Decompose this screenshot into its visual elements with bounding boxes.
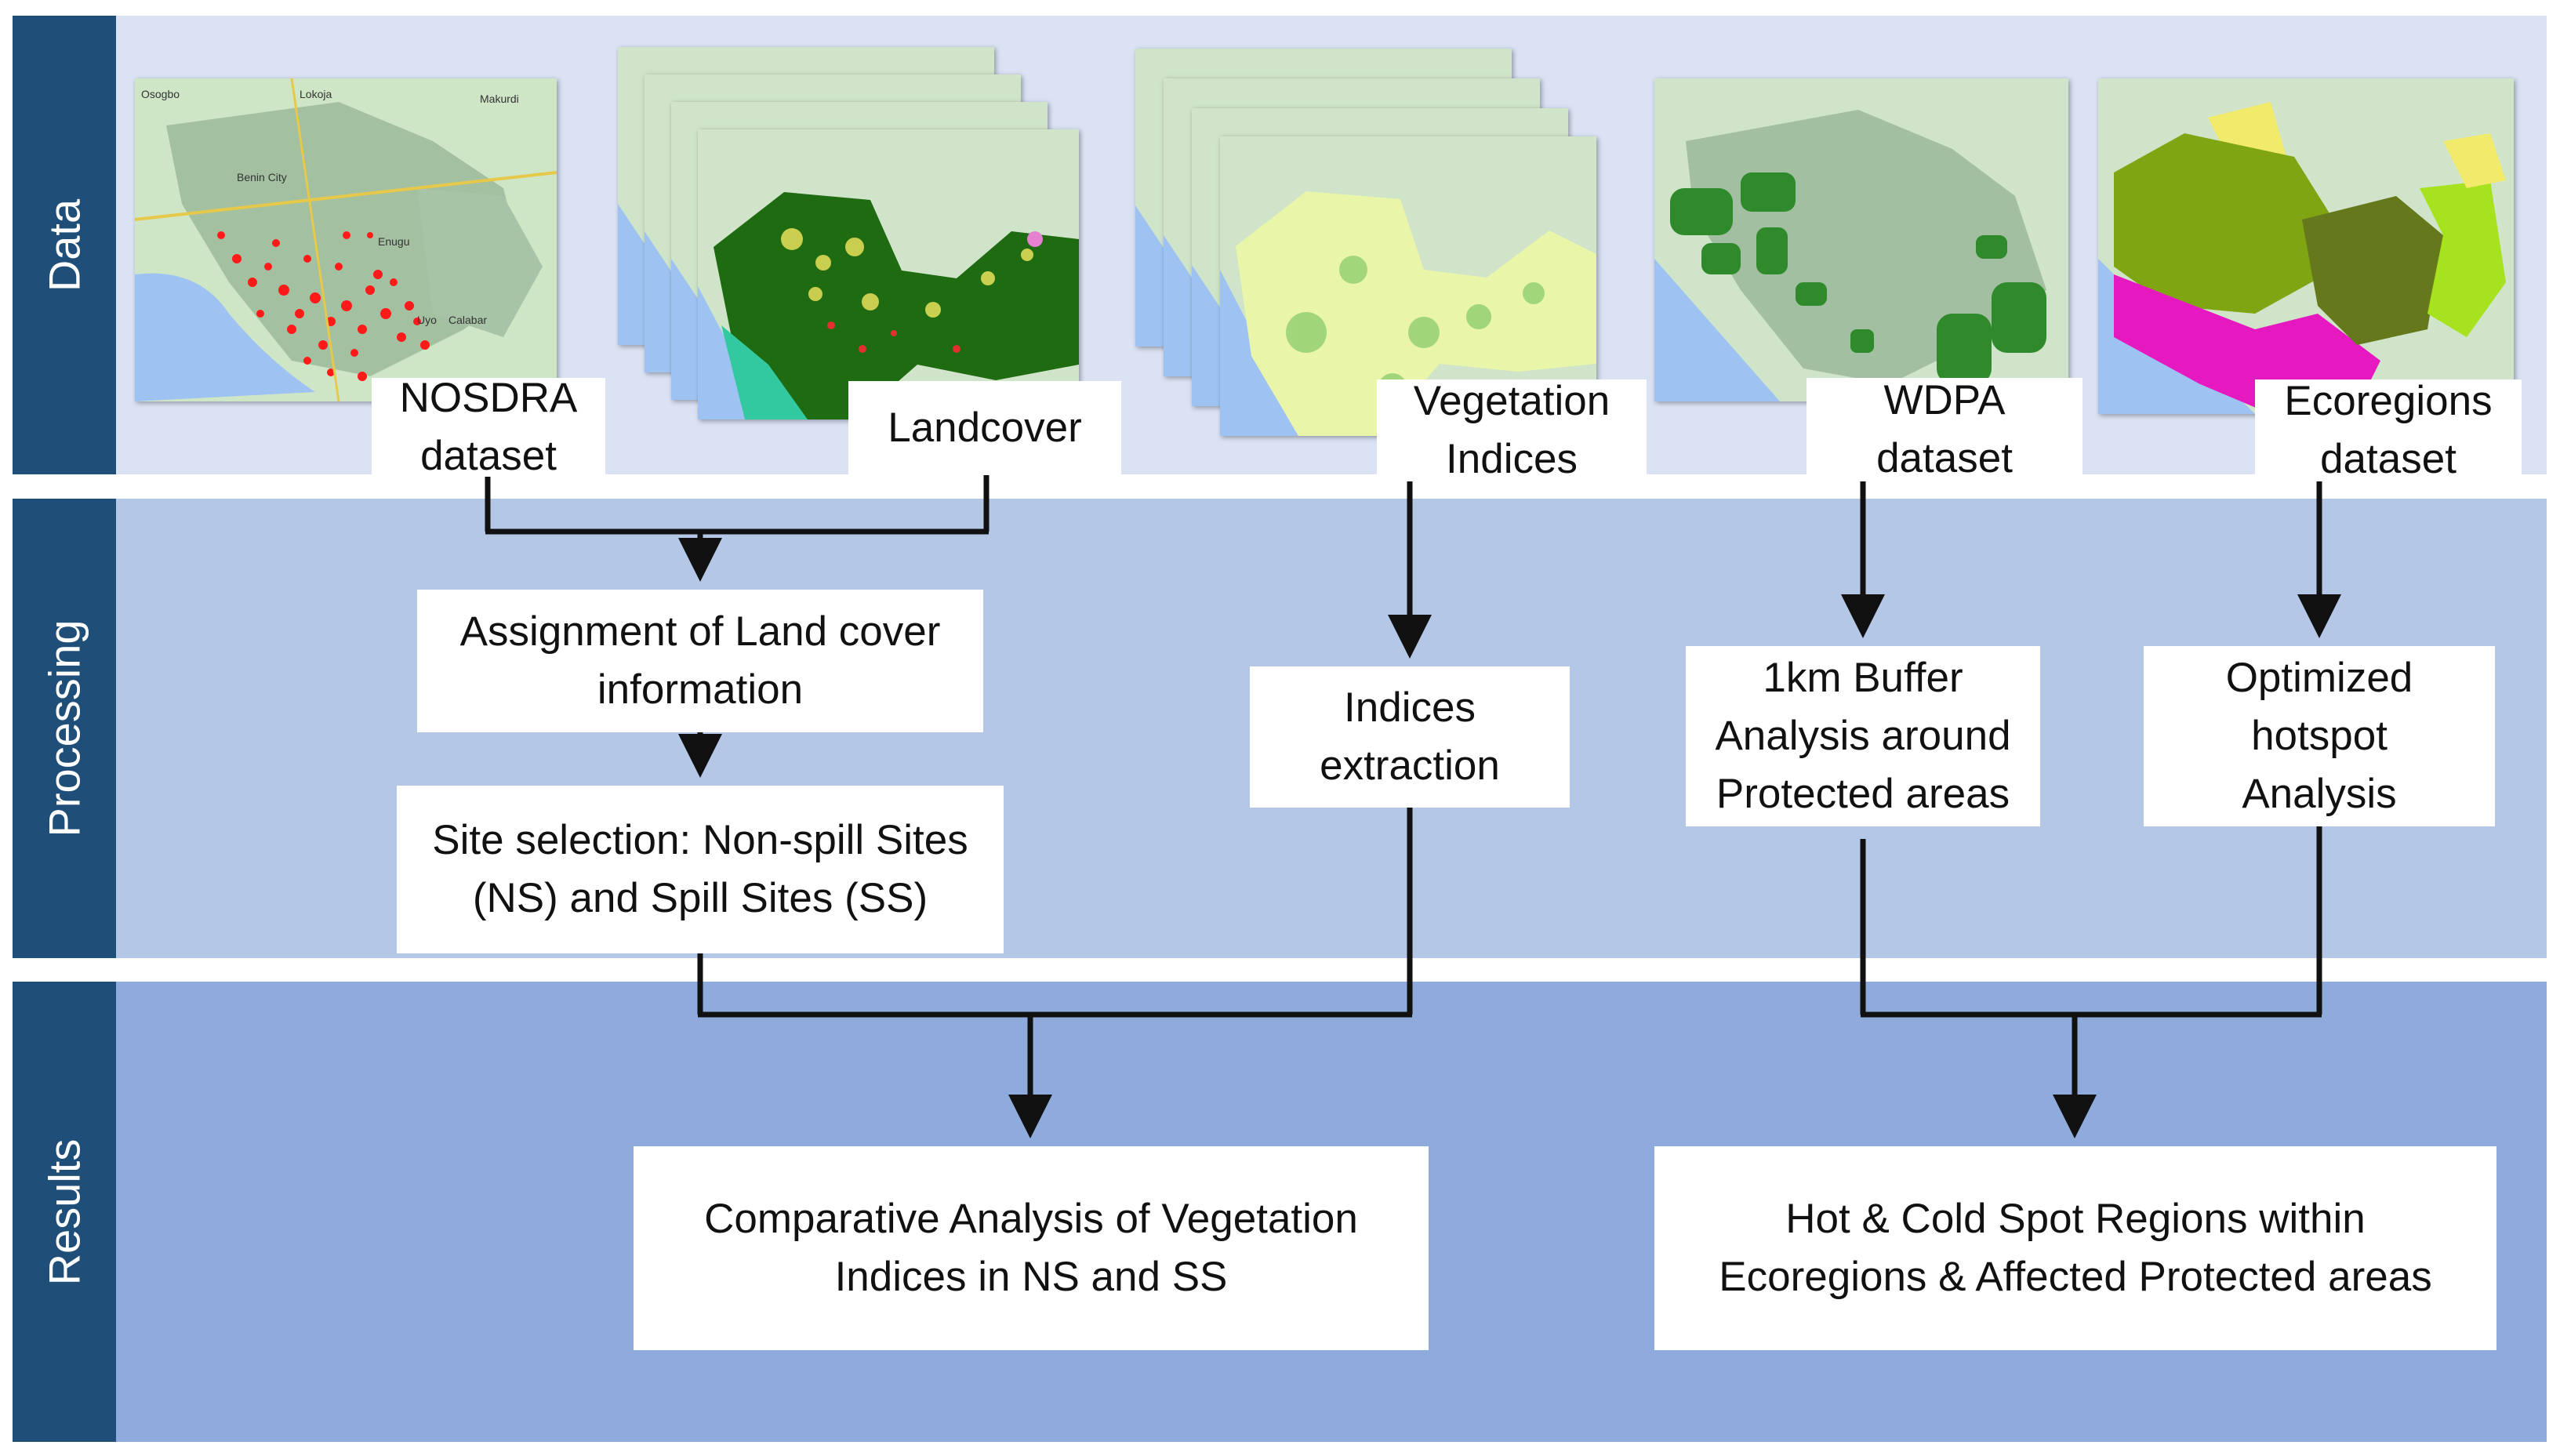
landcover-dataset-label: Landcover <box>848 381 1121 475</box>
results-label-column: Results <box>13 982 116 1442</box>
data-label-column: Data <box>13 16 116 474</box>
map-label-uyo: Uyo <box>417 314 437 326</box>
landcover-map-image <box>698 129 1079 419</box>
nosdra-map-image: Osogbo Lokoja Makurdi Benin City Enugu U… <box>135 78 557 401</box>
data-band-label: Data <box>39 198 89 292</box>
processing-label-column: Processing <box>13 499 116 958</box>
map-label-enugu: Enugu <box>378 235 410 248</box>
map-label-lokoja: Lokoja <box>300 88 332 100</box>
site-selection-box: Site selection: Non-spill Sites(NS) and … <box>397 786 1004 953</box>
map-label-benin-city: Benin City <box>237 171 287 183</box>
map-label-makurdi: Makurdi <box>480 93 519 105</box>
map-label-calabar: Calabar <box>448 314 488 326</box>
results-band-label: Results <box>39 1138 89 1285</box>
processing-band-label: Processing <box>39 619 89 837</box>
ecoregions-map-image <box>2098 78 2514 414</box>
map-label-osogbo: Osogbo <box>141 88 180 100</box>
wdpa-map-image <box>1654 78 2068 401</box>
